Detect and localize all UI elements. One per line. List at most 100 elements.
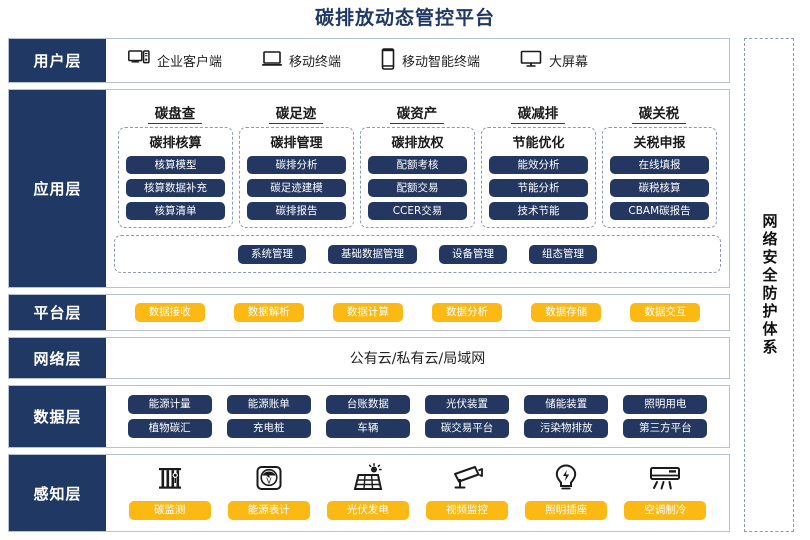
app-common-pill[interactable]: 基础数据管理 <box>328 244 417 264</box>
app-group-carbon-inventory: 碳盘查 碳排核算 核算模型 核算数据补充 核算清单 <box>118 102 233 228</box>
user-item-label: 移动智能终端 <box>402 55 481 70</box>
layer-application-body: 碳盘查 碳排核算 核算模型 核算数据补充 核算清单 碳足迹 碳排管理 碳排分析 <box>106 90 729 287</box>
layer-data: 数据层 能源计量 能源账单 台账数据 光伏装置 储能装置 照明用电 植物碳汇 充… <box>8 385 730 448</box>
app-item-pill[interactable]: 能效分析 <box>489 156 588 174</box>
data-pill[interactable]: 充电桩 <box>226 419 311 438</box>
user-item-large-screen[interactable]: 大屏幕 <box>520 50 588 72</box>
app-item-pill[interactable]: 在线填报 <box>610 156 709 174</box>
data-pill[interactable]: 储能装置 <box>524 395 609 414</box>
data-pill[interactable]: 车辆 <box>325 419 410 438</box>
sense-pill[interactable]: 碳监测 <box>128 500 211 520</box>
data-pill[interactable]: 植物碳汇 <box>127 419 212 438</box>
data-pill[interactable]: 能源账单 <box>226 395 311 414</box>
monitor-icon <box>520 50 542 72</box>
data-pill[interactable]: 照明用电 <box>623 395 708 414</box>
layer-data-label: 数据层 <box>9 386 106 447</box>
energy-meter-icon: V <box>254 459 284 493</box>
data-pill[interactable]: 第三方平台 <box>623 419 708 438</box>
app-item-pill[interactable]: 节能分析 <box>489 179 588 197</box>
network-text: 公有云/私有云/局域网 <box>349 351 486 367</box>
data-pill[interactable]: 碳交易平台 <box>425 419 510 438</box>
app-item-pill[interactable]: 碳排分析 <box>247 156 346 174</box>
app-item-pill[interactable]: CBAM碳报告 <box>610 202 709 220</box>
data-pill[interactable]: 污染物排放 <box>524 419 609 438</box>
user-item-label: 企业客户端 <box>157 55 223 70</box>
layer-network-label: 网络层 <box>9 338 106 378</box>
app-common-pill[interactable]: 设备管理 <box>439 244 507 264</box>
app-group-subtitle: 碳排管理 <box>270 136 323 151</box>
data-row: 能源计量 能源账单 台账数据 光伏装置 储能装置 照明用电 <box>120 395 715 414</box>
data-pill[interactable]: 台账数据 <box>325 395 410 414</box>
app-group-carbon-reduction: 碳减排 节能优化 能效分析 节能分析 技术节能 <box>481 102 596 228</box>
sense-pill[interactable]: 空调制冷 <box>624 500 707 520</box>
app-common-pill[interactable]: 组态管理 <box>529 244 597 264</box>
layer-sensing-body: 碳监测 V 能源表计 <box>106 455 729 531</box>
sense-item-energy-meter[interactable]: V 能源表计 <box>223 459 315 520</box>
app-item-pill[interactable]: 碳足迹建模 <box>247 179 346 197</box>
data-row: 植物碳汇 充电桩 车辆 碳交易平台 污染物排放 第三方平台 <box>120 419 715 438</box>
user-item-label: 大屏幕 <box>549 55 589 70</box>
app-item-pill[interactable]: 配额考核 <box>368 156 467 174</box>
app-common-pill[interactable]: 系统管理 <box>238 244 306 264</box>
app-group-title: 碳资产 <box>390 102 444 124</box>
sense-pill[interactable]: 光伏发电 <box>326 500 409 520</box>
platform-pill[interactable]: 数据计算 <box>332 303 403 322</box>
data-pill[interactable]: 光伏装置 <box>425 395 510 414</box>
app-group-title: 碳足迹 <box>269 102 323 124</box>
laptop-icon <box>262 50 283 72</box>
page-title: 碳排放动态管控平台 <box>314 7 495 29</box>
layer-application-label: 应用层 <box>9 90 106 287</box>
app-item-pill[interactable]: 核算模型 <box>126 156 225 174</box>
app-group-carbon-tariff: 碳关税 关税申报 在线填报 碳税核算 CBAM碳报告 <box>602 102 717 228</box>
app-group-title: 碳关税 <box>632 102 686 124</box>
layer-user: 用户层 企业客户端 <box>8 38 730 83</box>
app-item-pill[interactable]: 技术节能 <box>489 202 588 220</box>
layer-platform-label: 平台层 <box>9 295 106 330</box>
lightbulb-icon <box>553 459 579 493</box>
sense-pill[interactable]: 视频监控 <box>426 500 509 520</box>
sense-item-carbon-monitoring[interactable]: 碳监测 <box>124 459 216 520</box>
app-group-subtitle: 碳排放权 <box>391 136 444 151</box>
app-item-pill[interactable]: 碳税核算 <box>610 179 709 197</box>
user-item-label: 移动终端 <box>289 55 342 70</box>
carbon-sensor-icon <box>155 459 185 493</box>
layer-application: 应用层 碳盘查 碳排核算 核算模型 核算数据补充 核算清单 碳足迹 <box>8 89 730 288</box>
layer-data-body: 能源计量 能源账单 台账数据 光伏装置 储能装置 照明用电 植物碳汇 充电桩 车… <box>106 386 729 447</box>
user-item-smart-mobile-terminal[interactable]: 移动智能终端 <box>381 47 481 74</box>
smartphone-icon <box>381 47 395 74</box>
sense-item-lighting-socket[interactable]: 照明插座 <box>520 459 612 520</box>
app-group-subtitle: 关税申报 <box>633 136 686 151</box>
app-item-pill[interactable]: CCER交易 <box>368 202 467 220</box>
app-group-title: 碳盘查 <box>148 102 202 124</box>
user-item-enterprise-client[interactable]: 企业客户端 <box>128 49 223 72</box>
platform-pill[interactable]: 数据存储 <box>531 303 602 322</box>
sense-item-video-surveillance[interactable]: 视频监控 <box>421 459 513 520</box>
svg-text:V: V <box>266 476 272 485</box>
layer-sensing: 感知层 <box>8 454 730 532</box>
app-common-services-box: 系统管理 基础数据管理 设备管理 组态管理 <box>114 235 721 273</box>
platform-pill[interactable]: 数据接收 <box>134 303 205 322</box>
platform-pill[interactable]: 数据解析 <box>233 303 304 322</box>
app-item-pill[interactable]: 配额交易 <box>368 179 467 197</box>
layer-platform: 平台层 数据接收 数据解析 数据计算 数据分析 数据存储 数据交互 <box>8 294 730 331</box>
desktop-tower-icon <box>128 49 150 72</box>
app-group-carbon-asset: 碳资产 碳排放权 配额考核 配额交易 CCER交易 <box>360 102 475 228</box>
app-item-pill[interactable]: 核算数据补充 <box>126 179 225 197</box>
sense-pill[interactable]: 能源表计 <box>227 500 310 520</box>
user-item-mobile-terminal[interactable]: 移动终端 <box>262 50 341 72</box>
air-conditioner-icon <box>648 459 682 493</box>
app-group-subtitle: 节能优化 <box>512 136 565 151</box>
app-item-pill[interactable]: 核算清单 <box>126 202 225 220</box>
data-pill[interactable]: 能源计量 <box>127 395 212 414</box>
layer-network: 网络层 公有云/私有云/局域网 <box>8 337 730 379</box>
sense-pill[interactable]: 照明插座 <box>525 500 608 520</box>
platform-pill[interactable]: 数据分析 <box>432 303 503 322</box>
app-item-pill[interactable]: 碳排报告 <box>247 202 346 220</box>
app-group-title: 碳减排 <box>511 102 565 124</box>
sense-item-solar-power[interactable]: 光伏发电 <box>322 459 414 520</box>
layer-platform-body: 数据接收 数据解析 数据计算 数据分析 数据存储 数据交互 <box>106 295 729 330</box>
solar-panel-icon <box>352 459 384 493</box>
sense-item-air-conditioning[interactable]: 空调制冷 <box>619 459 711 520</box>
platform-pill[interactable]: 数据交互 <box>630 303 701 322</box>
